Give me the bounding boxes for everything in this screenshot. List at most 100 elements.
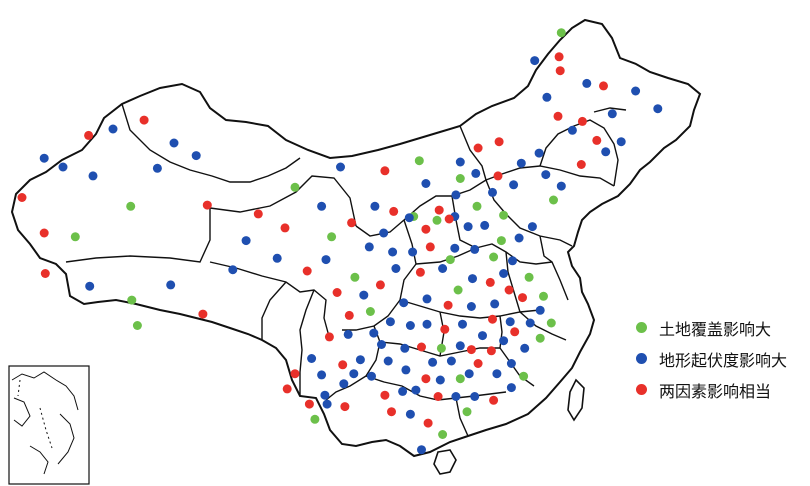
station-point-both bbox=[340, 402, 350, 412]
station-point-both bbox=[290, 369, 300, 379]
station-point-terrain bbox=[166, 280, 176, 290]
station-point-both bbox=[338, 360, 348, 370]
station-point-terrain bbox=[400, 343, 410, 353]
station-point-both bbox=[202, 200, 212, 210]
station-point-terrain bbox=[405, 321, 415, 330]
station-point-both bbox=[494, 137, 504, 147]
station-point-land-cover bbox=[126, 201, 136, 211]
station-point-land-cover bbox=[524, 272, 534, 282]
station-point-terrain bbox=[582, 78, 592, 88]
station-point-terrain bbox=[370, 201, 380, 211]
station-point-both bbox=[302, 266, 312, 276]
station-point-both bbox=[253, 209, 263, 219]
station-point-land-cover bbox=[499, 210, 509, 220]
station-point-terrain bbox=[616, 137, 626, 147]
station-point-terrain bbox=[499, 269, 509, 278]
station-point-terrain bbox=[534, 148, 544, 158]
station-point-land-cover bbox=[472, 201, 482, 211]
station-point-terrain bbox=[39, 153, 49, 163]
station-point-land-cover bbox=[546, 318, 556, 328]
station-point-terrain bbox=[468, 274, 477, 284]
station-point-both bbox=[473, 359, 483, 368]
station-point-terrain bbox=[343, 329, 353, 339]
station-point-both bbox=[577, 116, 587, 126]
station-point-terrain bbox=[88, 171, 98, 181]
station-point-terrain bbox=[499, 336, 509, 346]
station-point-both bbox=[444, 214, 454, 224]
station-point-terrain bbox=[488, 187, 497, 197]
station-point-both bbox=[504, 285, 514, 295]
station-point-terrain bbox=[567, 125, 577, 135]
station-point-both bbox=[324, 332, 334, 342]
station-point-terrain bbox=[458, 319, 467, 329]
station-point-terrain bbox=[272, 253, 282, 263]
station-point-terrain bbox=[607, 109, 617, 119]
station-point-terrain bbox=[169, 138, 179, 148]
station-point-terrain bbox=[320, 390, 330, 400]
station-point-terrain bbox=[527, 222, 537, 232]
station-point-both bbox=[576, 160, 586, 169]
station-point-land-cover bbox=[350, 272, 360, 282]
legend-dot-blue bbox=[636, 353, 647, 364]
station-point-both bbox=[198, 309, 208, 319]
legend-label: 两因素影响相当 bbox=[659, 381, 772, 401]
station-point-land-cover bbox=[127, 295, 137, 305]
station-point-terrain bbox=[379, 228, 389, 238]
station-point-terrain bbox=[399, 298, 409, 308]
station-point-both bbox=[380, 166, 390, 176]
legend-dot-red bbox=[636, 384, 647, 395]
station-point-terrain bbox=[450, 243, 460, 253]
station-point-terrain bbox=[398, 386, 408, 396]
station-point-terrain bbox=[336, 162, 345, 172]
station-point-both bbox=[599, 81, 608, 91]
station-point-both bbox=[344, 310, 354, 320]
legend-dot-green bbox=[636, 322, 647, 333]
station-point-terrain bbox=[339, 379, 349, 389]
station-point-both bbox=[304, 399, 314, 409]
station-point-terrain bbox=[359, 290, 369, 300]
station-point-terrain bbox=[492, 369, 502, 379]
station-point-terrain bbox=[404, 213, 414, 223]
legend-label: 地形起伏度影响大 bbox=[659, 350, 788, 370]
station-point-terrain bbox=[455, 341, 465, 351]
station-point-both bbox=[433, 392, 443, 401]
station-point-terrain bbox=[405, 409, 415, 419]
station-point-land-cover bbox=[290, 182, 300, 192]
station-point-terrain bbox=[367, 371, 376, 381]
station-point-both bbox=[466, 345, 476, 355]
legend-item-land-cover: 土地覆盖影响大 bbox=[636, 312, 806, 343]
station-point-both bbox=[40, 269, 50, 278]
station-point-terrain bbox=[385, 317, 395, 327]
station-point-both bbox=[421, 224, 431, 234]
station-point-land-cover bbox=[445, 255, 455, 265]
hainan-island bbox=[433, 449, 457, 475]
station-point-terrain bbox=[349, 369, 359, 379]
station-point-both bbox=[518, 293, 527, 303]
station-point-terrain bbox=[369, 328, 379, 338]
station-point-land-cover bbox=[438, 430, 448, 439]
station-point-terrain bbox=[509, 180, 519, 190]
station-point-terrain bbox=[542, 92, 552, 102]
station-point-land-cover bbox=[327, 232, 337, 242]
station-point-terrain bbox=[466, 302, 476, 311]
station-point-both bbox=[282, 384, 292, 394]
station-point-both bbox=[486, 346, 496, 356]
station-point-terrain bbox=[505, 317, 515, 327]
station-point-terrain bbox=[470, 244, 480, 254]
station-point-both bbox=[39, 228, 49, 238]
station-point-land-cover bbox=[453, 285, 463, 295]
station-point-both bbox=[421, 374, 431, 384]
station-point-terrain bbox=[411, 385, 421, 395]
station-point-terrain bbox=[508, 256, 517, 266]
station-point-both bbox=[423, 418, 433, 428]
station-point-land-cover bbox=[462, 407, 472, 417]
station-point-terrain bbox=[516, 158, 526, 168]
station-point-terrain bbox=[85, 281, 95, 291]
station-point-both bbox=[425, 242, 435, 252]
station-point-terrain bbox=[451, 190, 461, 200]
station-point-land-cover bbox=[496, 236, 506, 246]
station-point-terrain bbox=[514, 233, 524, 243]
station-point-land-cover bbox=[414, 156, 424, 166]
station-point-terrain bbox=[541, 170, 551, 180]
